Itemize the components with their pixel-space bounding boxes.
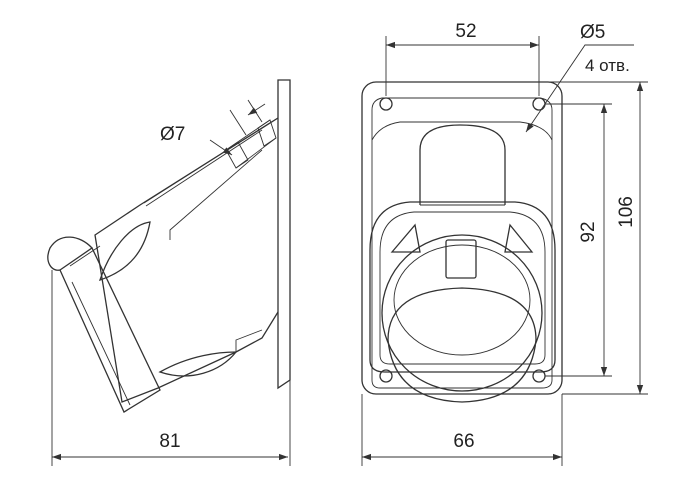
front-view: 52 Ø5 4 отв. 92 106 66 (361, 21, 648, 466)
front-cap-outer (381, 234, 543, 392)
side-hole-ext-1 (229, 109, 247, 136)
side-hole-leader-2 (247, 103, 266, 116)
front-housing (369, 201, 556, 373)
front-upper-contour (371, 121, 553, 141)
front-cap-face (387, 287, 537, 403)
front-hole-bottom-left (379, 369, 393, 383)
front-hole-spacing-label: 52 (455, 21, 476, 42)
front-cap-rim (393, 244, 531, 356)
side-mount-bracket (143, 117, 279, 207)
side-width-label: 81 (159, 431, 180, 452)
side-hole-diameter-label: Ø7 (160, 124, 185, 145)
front-lug-left (390, 223, 421, 253)
front-cap-latch (445, 239, 477, 279)
front-hole-count-label: 4 отв. (585, 56, 630, 75)
side-hole-ext-2 (247, 99, 263, 123)
front-height-label: 106 (616, 196, 637, 228)
side-body (94, 117, 279, 403)
front-hole-leader (525, 44, 634, 133)
front-hole-vertical-spacing-label: 92 (578, 221, 599, 242)
side-view: 81 Ø7 (47, 79, 291, 466)
side-cap-inner (69, 245, 131, 406)
front-width-label: 66 (453, 431, 474, 452)
side-hole-leader (209, 139, 233, 156)
front-hole-top-right (532, 97, 546, 111)
front-housing-inner (379, 211, 546, 365)
front-lug-right (504, 223, 534, 253)
side-lug-bottom (158, 351, 238, 377)
side-lug-top (98, 221, 151, 282)
front-hole-top-left (379, 97, 393, 111)
front-inner-plate (371, 97, 553, 389)
side-mount-hole (225, 119, 277, 169)
side-wall-plate (277, 79, 291, 390)
side-cap (59, 247, 161, 413)
front-hinge (419, 124, 506, 205)
side-cap-hinge (47, 236, 93, 271)
front-hole-diameter-label: Ø5 (580, 22, 605, 43)
side-inner-step (169, 149, 263, 352)
front-base-plate (361, 81, 563, 395)
